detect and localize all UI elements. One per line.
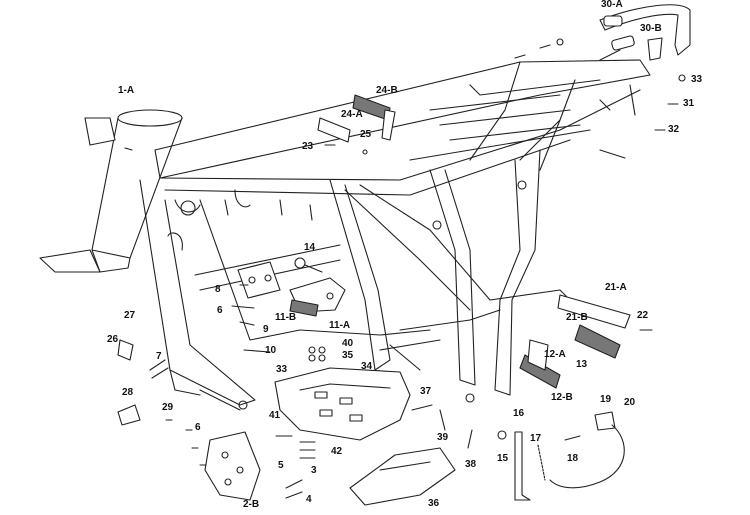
callout-18: 18 xyxy=(567,453,579,464)
skid-plate xyxy=(274,367,411,441)
callout-21-a: 21-A xyxy=(605,282,627,293)
callout-30-a: 30-A xyxy=(601,0,623,10)
callout-37: 37 xyxy=(420,386,432,397)
callout-19: 19 xyxy=(600,394,612,405)
callout-30-b: 30-B xyxy=(640,23,662,34)
callout-29: 29 xyxy=(162,402,174,413)
callout-24-a: 24-A xyxy=(341,109,363,120)
callout-14: 14 xyxy=(304,242,316,253)
callout-35: 35 xyxy=(342,350,354,361)
callout-33-lower: 33 xyxy=(276,364,288,375)
callout-4: 4 xyxy=(306,494,312,505)
rear-loop-handle xyxy=(599,4,691,61)
callout-31: 31 xyxy=(683,98,695,109)
callout-28: 28 xyxy=(122,387,134,398)
callout-34: 34 xyxy=(361,361,373,372)
callout-9: 9 xyxy=(263,324,269,335)
callout-13: 13 xyxy=(576,359,588,370)
callout-6-upper: 6 xyxy=(217,305,223,316)
callout-1-a: 1-A xyxy=(118,85,135,96)
callout-36: 36 xyxy=(428,498,440,509)
footpeg-bracket xyxy=(289,277,346,317)
mount-bracket xyxy=(237,261,281,299)
callout-20: 20 xyxy=(624,397,636,408)
callout-42: 42 xyxy=(331,446,343,457)
callout-5: 5 xyxy=(278,460,284,471)
callout-6-lower: 6 xyxy=(195,422,201,433)
callout-32: 32 xyxy=(668,124,680,135)
callout-26: 26 xyxy=(107,334,119,345)
callout-40: 40 xyxy=(342,338,354,349)
engine-mount-plate xyxy=(204,431,261,501)
callout-21-b: 21-B xyxy=(566,312,588,323)
callout-38: 38 xyxy=(465,459,477,470)
callout-25: 25 xyxy=(360,129,372,140)
callout-33-upper: 33 xyxy=(691,74,703,85)
small-hardware xyxy=(117,38,686,499)
callout-11-a: 11-A xyxy=(329,320,351,331)
steering-head-tube xyxy=(39,109,183,273)
callout-24-b: 24-B xyxy=(376,85,398,96)
side-stand-switch xyxy=(549,411,625,489)
callout-8: 8 xyxy=(215,284,221,295)
callout-2-b: 2-B xyxy=(243,499,260,510)
callout-12-b: 12-B xyxy=(551,392,573,403)
callout-15: 15 xyxy=(497,453,509,464)
callout-12-a: 12-A xyxy=(544,349,566,360)
callout-22: 22 xyxy=(637,310,649,321)
callout-3: 3 xyxy=(311,465,317,476)
callout-23: 23 xyxy=(302,141,314,152)
rider-footpeg xyxy=(519,294,631,389)
callout-11-b: 11-B xyxy=(275,312,297,323)
side-stand xyxy=(514,431,546,501)
passenger-footpeg xyxy=(317,94,396,143)
callout-17: 17 xyxy=(530,433,542,444)
callout-16: 16 xyxy=(513,408,525,419)
callout-10: 10 xyxy=(265,345,277,356)
callout-41: 41 xyxy=(269,410,281,421)
callout-27: 27 xyxy=(124,310,136,321)
callout-39: 39 xyxy=(437,432,449,443)
lower-guard xyxy=(349,447,456,506)
callout-7: 7 xyxy=(156,351,162,362)
main-frame xyxy=(139,49,651,411)
